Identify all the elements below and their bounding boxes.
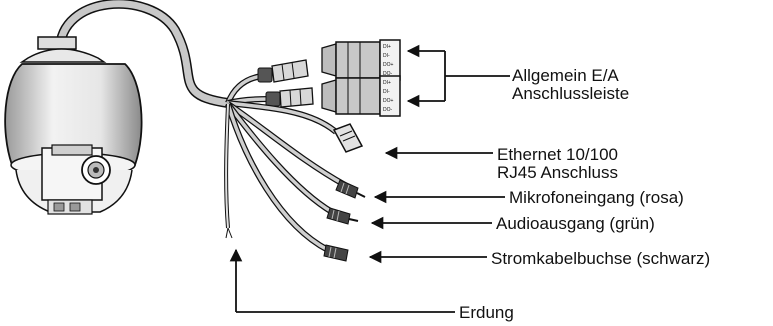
terminal-pin-label: DI+	[383, 44, 391, 50]
io-cable-top	[225, 59, 309, 105]
label-power: Stromkabelbuchse (schwarz)	[491, 249, 711, 268]
ground-wire	[224, 103, 233, 239]
io-terminal-block-bottom: DI+ DI- DO+ DO-	[321, 75, 401, 117]
terminal-pin-label: DO-	[383, 107, 393, 113]
label-audio-out: Audioausgang (grün)	[496, 214, 655, 233]
label-io-terminal-line2: Anschlussleiste	[512, 84, 630, 103]
terminal-pin-label: DO+	[383, 98, 394, 104]
rj45-connector-icon	[332, 123, 364, 153]
terminal-pin-label: DO+	[383, 62, 394, 68]
ethernet-cable	[227, 100, 364, 153]
mic-cable	[226, 101, 366, 199]
arrow-left-icon	[406, 44, 510, 108]
ground-callout	[229, 248, 455, 313]
io-terminal-block-top: DI+ DI- DO+ DO-	[321, 39, 401, 81]
label-io-terminal-line1: Allgemein E/A	[512, 66, 619, 85]
label-ethernet-line2: RJ45 Anschluss	[497, 163, 618, 182]
dome-camera-icon	[4, 36, 143, 215]
terminal-pin-label: DO-	[383, 71, 393, 77]
audio-plug-icon	[326, 207, 359, 225]
terminal-pin-label: DI+	[383, 80, 391, 86]
audio-out-cable	[225, 102, 359, 225]
mic-plug-icon	[335, 179, 366, 199]
label-mic-in: Mikrofoneingang (rosa)	[509, 188, 684, 207]
label-ground: Erdung	[459, 303, 514, 322]
terminal-pin-label: DI-	[383, 89, 390, 95]
label-ethernet-line1: Ethernet 10/100	[497, 145, 618, 164]
power-cable	[225, 103, 349, 262]
main-cable	[55, 0, 233, 108]
terminal-pin-label: DI-	[383, 53, 390, 59]
power-plug-icon	[323, 244, 349, 262]
